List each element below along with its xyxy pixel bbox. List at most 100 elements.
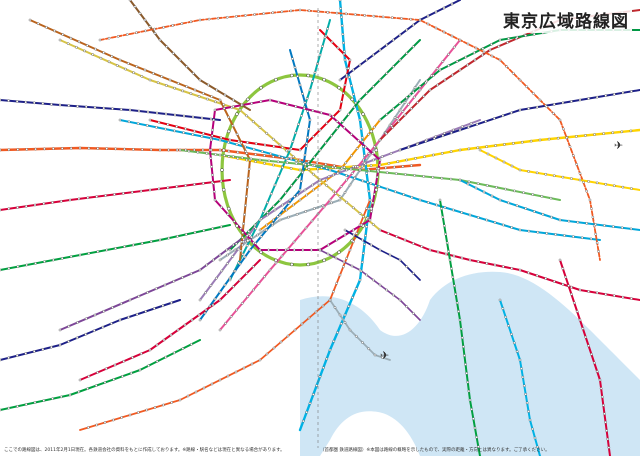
station-dot [78,146,82,150]
station-dot [532,210,536,213]
station-dot [335,11,339,15]
station-dot [192,148,196,152]
station-dot [400,17,403,20]
station-dot [452,284,456,288]
station-dot [372,278,375,282]
station-dot [221,148,226,152]
station-dot [340,24,344,28]
station-dot [262,209,266,213]
station-dot [590,207,593,210]
station-dot [95,423,98,427]
station-dot [272,137,275,141]
station-dot [595,370,599,373]
station-dot [220,205,223,209]
station-dot [210,134,214,137]
station-dot [312,207,316,210]
station-dot [234,242,238,246]
station-dot [235,112,239,116]
station-dot [370,210,373,213]
station-dot [105,147,108,150]
station-dot [335,120,339,123]
station-dot [360,164,364,168]
station-dot [231,255,235,258]
station-dot [107,60,111,64]
station-dot [434,135,437,138]
station-dot [474,186,478,190]
station-dot [532,92,535,95]
station-dot [358,168,362,172]
station-dot [247,233,251,236]
station-dot [201,148,205,152]
station-dot [43,147,46,151]
station-dot [119,108,123,111]
station-dot [83,49,86,53]
station-dot [334,192,337,195]
station-dot [381,356,384,359]
station-dot [265,223,268,227]
station-dot [338,0,342,2]
station-dot [272,163,275,167]
station-dot [331,165,335,169]
station-dot [84,317,88,321]
station-dot [289,167,293,170]
station-dot [0,148,2,152]
station-dot [304,210,308,213]
station-dot [385,43,388,47]
station-dot [189,272,193,276]
station-dot [322,165,325,168]
station-dot [149,240,153,243]
station-dot [0,268,2,272]
station-dot [235,15,238,18]
station-dot [460,211,463,214]
station-dot [592,361,596,365]
station-dot [198,298,202,302]
station-dot [242,222,245,225]
station-dot [578,172,582,175]
station-dot [227,115,230,119]
station-dot [458,68,462,72]
station-dot [315,384,318,387]
station-dot [152,307,156,310]
station-dot [59,199,63,203]
station-dot [444,252,448,256]
station-dot [222,107,226,110]
station-dot [24,403,28,406]
station-dot [524,34,528,38]
station-dot [284,248,288,252]
station-dot [292,203,295,207]
station-dot [51,397,54,401]
station-dot [305,97,309,100]
station-dot [328,298,332,302]
station-dot [304,144,308,148]
station-dot [307,160,310,163]
station-dot [297,122,300,126]
station-dot [335,127,339,130]
station-dot [447,52,450,56]
station-dot [41,102,45,105]
station-dot [356,165,360,168]
station-dot [291,140,295,143]
station-dot [442,30,446,34]
station-dot [350,97,354,102]
station-dot [581,327,585,330]
station-dot [273,183,277,187]
station-dot [191,133,195,136]
station-dot [325,184,328,187]
station-dot [544,277,548,280]
station-dot [355,147,359,150]
station-dot [16,148,20,151]
station-dot [140,75,144,78]
station-dot [167,236,171,240]
station-dot [272,204,276,208]
station-dot [447,250,450,253]
station-dot [425,79,428,83]
station-dot [450,267,453,270]
station-dot [374,188,379,192]
station-dot [507,201,510,205]
station-dot [412,95,416,99]
station-dot [501,114,505,118]
station-dot [441,60,445,63]
station-dot [328,348,332,352]
station-dot [258,248,262,252]
station-dot [611,131,615,135]
